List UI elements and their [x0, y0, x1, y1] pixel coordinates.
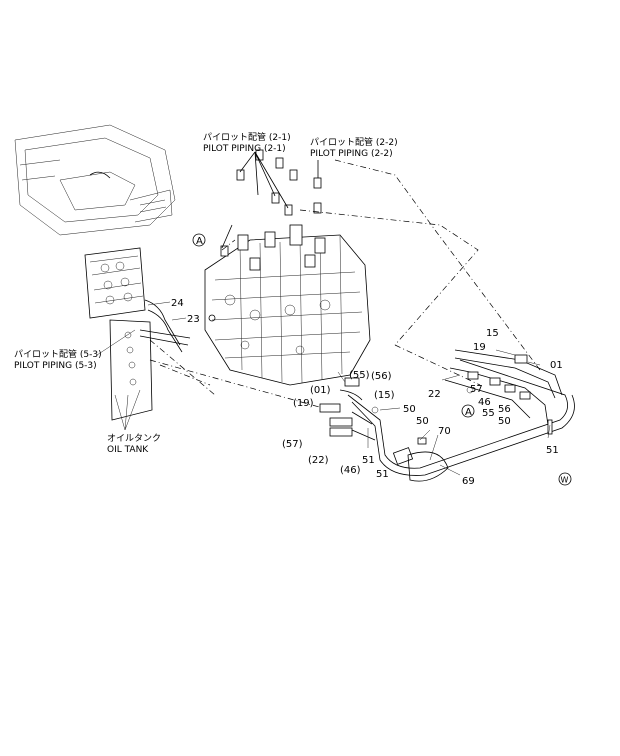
- callout-19: 19: [473, 342, 486, 353]
- callout-46: 46: [478, 397, 491, 408]
- pilot-2-1-jp: パイロット配管 (2-1): [203, 131, 291, 143]
- callout-p55: (55): [349, 370, 370, 381]
- callout-p01: (01): [310, 385, 331, 396]
- marker-w: [558, 472, 572, 486]
- pilot-2-2-jp: パイロット配管 (2-2): [310, 136, 398, 148]
- pilot-fittings-top: [220, 149, 322, 257]
- callout-50-mid: 50: [403, 404, 416, 415]
- marker-a-left: [192, 233, 206, 247]
- marker-a-right-label: A: [465, 407, 472, 418]
- reference-lines: [149, 159, 541, 411]
- callout-p19: (19): [293, 398, 314, 409]
- callout-p22: (22): [308, 455, 329, 466]
- oil-tank-jp: オイルタンク: [107, 433, 161, 444]
- pilot-2-1-en: PILOT PIPING (2-1): [203, 144, 286, 154]
- callout-57: 57: [470, 384, 483, 395]
- connector-cluster: [319, 377, 376, 441]
- callout-p57: (57): [282, 439, 303, 450]
- cab-sketch: [14, 124, 176, 236]
- marker-w-label: W: [561, 476, 569, 485]
- oil-tank-en: OIL TANK: [107, 445, 149, 455]
- callout-56: 56: [498, 404, 511, 415]
- pilot-2-2-en: PILOT PIPING (2-2): [310, 149, 393, 159]
- marker-a-right: [461, 404, 475, 418]
- callout-p15: (15): [374, 390, 395, 401]
- callout-51-right: 51: [546, 445, 559, 456]
- control-valve: [204, 224, 371, 386]
- callout-50-low: 50: [416, 416, 429, 427]
- callout-p46: (46): [340, 465, 361, 476]
- callout-p56: (56): [371, 371, 392, 382]
- callout-23: 23: [187, 314, 200, 325]
- callout-15: 15: [486, 328, 499, 339]
- callout-50-right: 50: [498, 416, 511, 427]
- callout-51-mid: 51: [376, 469, 389, 480]
- callout-22: 22: [428, 389, 441, 400]
- pilot-5-3-jp: パイロット配管 (5-3): [14, 348, 102, 360]
- callout-01: 01: [550, 360, 563, 371]
- pilot-5-3-en: PILOT PIPING (5-3): [14, 361, 97, 371]
- hose-assembly: [339, 349, 575, 482]
- callout-69: 69: [462, 476, 475, 487]
- leader-lines: [96, 301, 551, 476]
- callout-24: 24: [171, 298, 184, 309]
- callout-70: 70: [438, 426, 451, 437]
- marker-a-left-label: A: [196, 236, 203, 247]
- pilot-manifold-left: [84, 247, 191, 421]
- callout-55: 55: [482, 408, 495, 419]
- callout-51-left: 51: [362, 455, 375, 466]
